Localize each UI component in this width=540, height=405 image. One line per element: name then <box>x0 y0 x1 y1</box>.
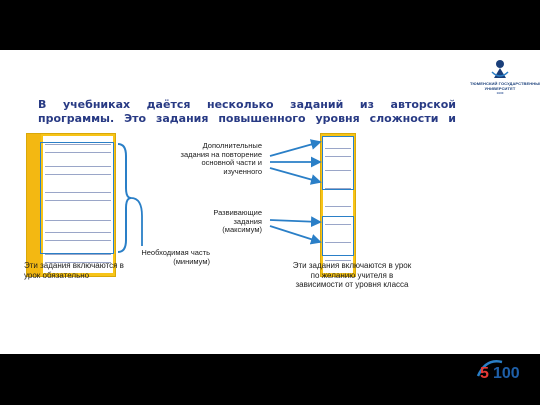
note-optional-tasks: Эти задания включаются в урок по желанию… <box>292 261 412 289</box>
body-text: В учебниках даётся несколько заданий из … <box>38 98 456 125</box>
textbook-page-right <box>320 133 356 277</box>
note-required-tasks: Эти задания включаются в урок обязательн… <box>24 261 124 280</box>
label-additional-tasks: Дополнительные задания на повторение осн… <box>180 141 262 176</box>
required-tasks-frame <box>40 142 114 254</box>
label-developing-tasks: Развивающие задания (максимум) <box>213 208 262 234</box>
project-5-100-logo: 5 100 <box>476 360 520 382</box>
badge-prefix: 5 <box>480 365 489 382</box>
developing-tasks-frame <box>322 216 354 256</box>
university-emblem-icon <box>491 60 509 78</box>
logo-text-line-2: УНИВЕРСИТЕТ <box>484 86 516 91</box>
logo-text-line-3: 1930 <box>496 91 504 95</box>
connector-arrows <box>130 139 322 246</box>
university-logo: ТЮМЕНСКИЙ ГОСУДАРСТВЕННЫЙ УНИВЕРСИТЕТ 19… <box>470 58 540 104</box>
additional-tasks-frame <box>322 136 354 190</box>
badge-number: 100 <box>493 365 520 382</box>
label-required-part: Необходимая часть (минимум) <box>141 248 210 266</box>
textbook-figure: Дополнительные задания на повторение осн… <box>24 126 411 304</box>
logo-text-line-1: ТЮМЕНСКИЙ ГОСУДАРСТВЕННЫЙ <box>470 81 540 86</box>
